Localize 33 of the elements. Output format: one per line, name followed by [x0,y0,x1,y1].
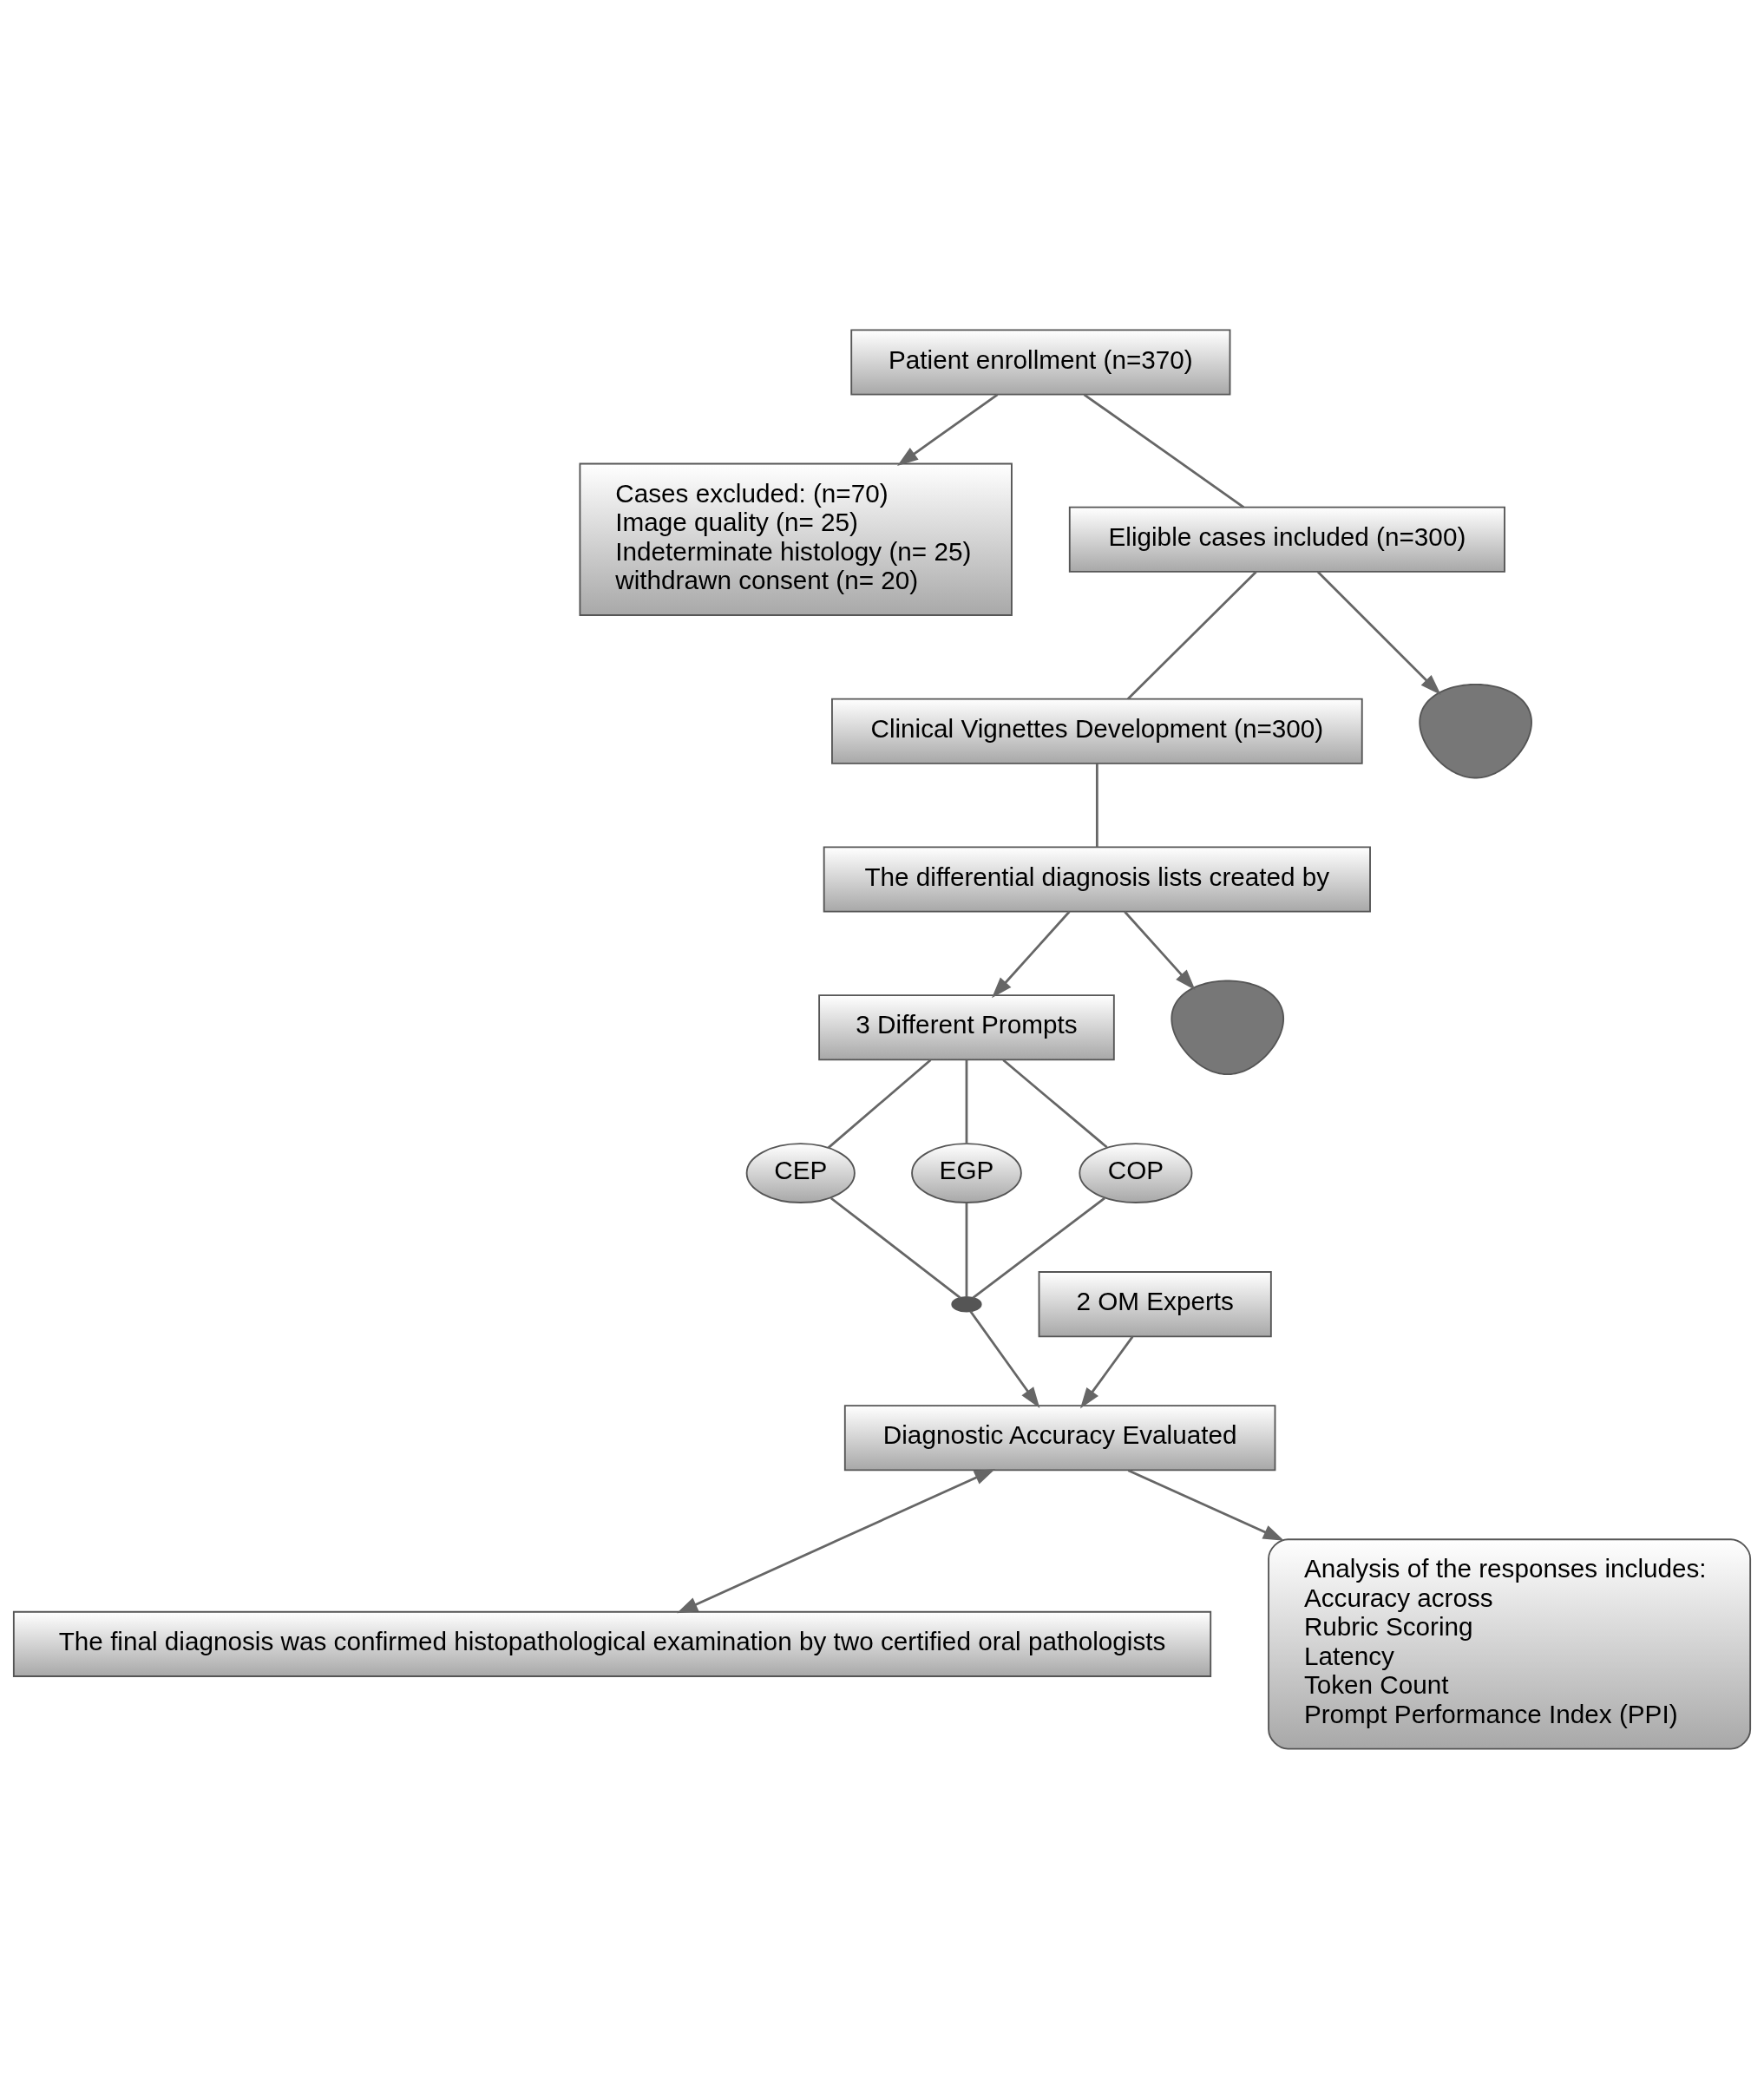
connector [1095,763,1098,847]
connector [827,1059,932,1149]
arrow [676,1468,996,1613]
node-box: The final diagnosis was confirmed histopathological examination by two certified oral pathologists [12,1610,1212,1677]
node-box: 3 Different Prompts [818,993,1115,1060]
node-person [1171,980,1285,1075]
connector [965,1203,968,1296]
node-ellipse: COP [1079,1142,1193,1203]
connector [972,1196,1105,1299]
connector [1002,1059,1108,1148]
node-circle [951,1295,982,1312]
node-box: Analysis of the responses includes: Accuracy across Rubric Scoring Latency Token Count Prompt Performance Index (PPI) [1268,1537,1752,1749]
node-box: Patient enrollment (n=370) [850,329,1231,396]
node-box: Clinical Vignettes Development (n=300) [831,698,1363,764]
connector [830,1196,961,1299]
connector [1083,393,1245,508]
arrow [1316,570,1441,695]
connector [965,1059,968,1143]
arrow [1127,1468,1284,1541]
node-box: The differential diagnosis lists created by [823,845,1371,913]
node-ellipse: EGP [911,1142,1022,1203]
arrow [969,1310,1040,1408]
node-box: Diagnostic Accuracy Evaluated [843,1404,1276,1471]
node-box: Cases excluded: (n=70) Image quality (n= 25) Indeterminate histology (n= 25) withdrawn consent (n= 20) [579,462,1013,616]
connector [1127,570,1257,699]
node-ellipse: CEP [745,1142,856,1203]
arrow [992,910,1071,998]
node-box: 2 OM Experts [1038,1270,1272,1337]
arrow [1079,1335,1134,1408]
arrow [1124,910,1196,990]
node-person [1419,683,1532,778]
arrow [897,393,999,466]
node-box: Eligible cases included (n=300) [1068,506,1505,573]
